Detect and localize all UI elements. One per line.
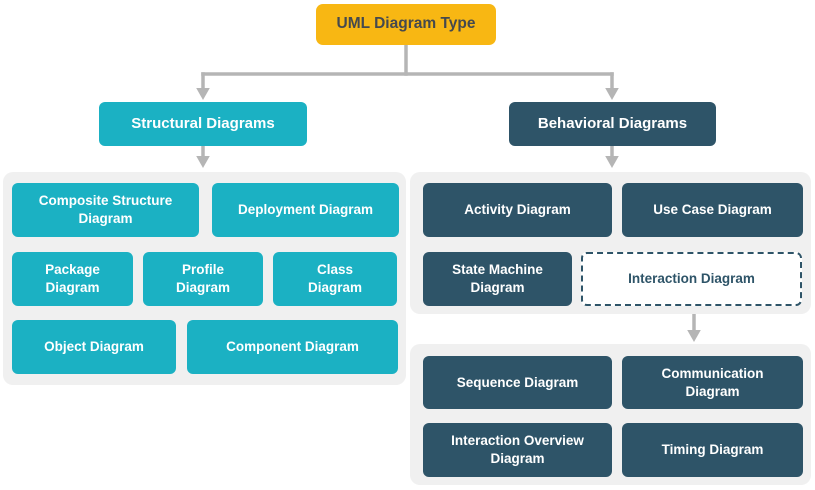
node-interaction-diagram: Interaction Diagram	[581, 252, 802, 306]
arrowhead-behavioral-panel	[605, 156, 619, 168]
root-node-uml-diagram-type: UML Diagram Type	[316, 4, 496, 45]
node-communication-diagram: Communication Diagram	[622, 356, 803, 409]
node-interaction-overview-diagram: Interaction Overview Diagram	[423, 423, 612, 477]
node-class-diagram: Class Diagram	[273, 252, 397, 306]
node-composite-structure-diagram: Composite Structure Diagram	[12, 183, 199, 237]
node-state-machine-diagram: State Machine Diagram	[423, 252, 572, 306]
node-timing-diagram: Timing Diagram	[622, 423, 803, 477]
branch-node-behavioral-diagrams: Behavioral Diagrams	[509, 102, 716, 146]
node-activity-diagram: Activity Diagram	[423, 183, 612, 237]
node-object-diagram: Object Diagram	[12, 320, 176, 374]
node-profile-diagram: Profile Diagram	[143, 252, 263, 306]
node-use-case-diagram: Use Case Diagram	[622, 183, 803, 237]
node-deployment-diagram: Deployment Diagram	[212, 183, 399, 237]
node-sequence-diagram: Sequence Diagram	[423, 356, 612, 409]
arrowhead-structural-panel	[196, 156, 210, 168]
branch-node-structural-diagrams: Structural Diagrams	[99, 102, 307, 146]
arrowhead-interaction-panel	[687, 330, 701, 342]
arrowhead-structural-header	[196, 88, 210, 100]
arrowhead-behavioral-header	[605, 88, 619, 100]
node-component-diagram: Component Diagram	[187, 320, 398, 374]
node-package-diagram: Package Diagram	[12, 252, 133, 306]
